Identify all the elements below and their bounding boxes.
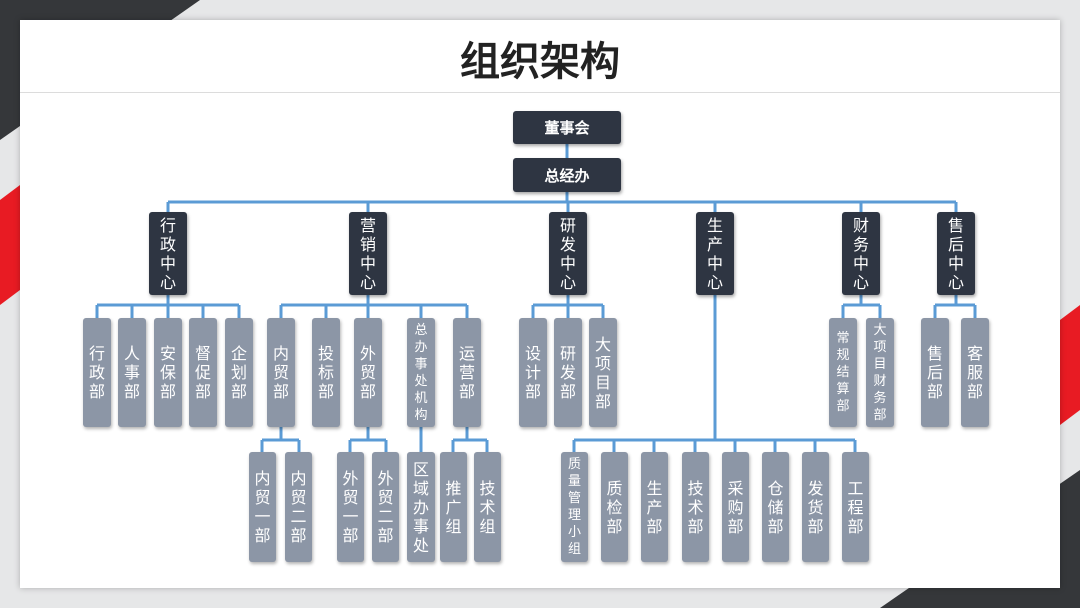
title-divider [20,92,1060,93]
node-foreign-trade-2[interactable]: 外贸二部 [372,452,399,562]
node-bidding-dept[interactable]: 投标部 [312,318,340,427]
node-promotion-group-label: 推广组 [445,478,462,536]
node-rd-center-label: 研发中心 [560,215,577,292]
node-admin-center-label: 行政中心 [160,215,177,292]
node-board-label: 董事会 [544,119,590,137]
node-marketing-center[interactable]: 营销中心 [349,212,387,295]
node-engineering-dept[interactable]: 工程部 [842,452,869,562]
node-hr-dept-label: 人事部 [124,344,141,401]
node-purchasing-dept[interactable]: 采购部 [722,452,749,562]
node-supervision-dept[interactable]: 督促部 [189,318,217,427]
node-tech-group-label: 技术组 [479,478,496,536]
node-foreign-trade-2-label: 外贸二部 [377,469,394,545]
node-gm-office-branch-label: 总办事处机构 [414,322,428,423]
node-qc-dept[interactable]: 质检部 [601,452,628,562]
node-aftersales-center[interactable]: 售后中心 [937,212,975,295]
node-planning-dept-label: 企划部 [231,344,248,401]
node-major-projects-dept-label: 大项目部 [595,334,612,411]
connector-domestic-subs [260,427,301,452]
node-major-projects-dept[interactable]: 大项目部 [589,318,617,427]
node-production-center[interactable]: 生产中心 [696,212,734,295]
node-quality-group-label: 质量管理小组 [568,457,582,557]
node-domestic-trade-1[interactable]: 内贸一部 [249,452,276,562]
node-production-center-label: 生产中心 [707,215,724,292]
node-customer-service-dept-label: 客服部 [967,344,984,401]
node-regional-office-label: 区域办事处 [413,459,430,555]
node-research-dept[interactable]: 研发部 [554,318,582,427]
connector-finance-depts [841,295,882,318]
node-finance-center-label: 财务中心 [853,215,870,292]
node-planning-dept[interactable]: 企划部 [225,318,253,427]
node-foreign-trade-1[interactable]: 外贸一部 [337,452,364,562]
node-supervision-dept-label: 督促部 [195,344,212,401]
node-security-dept[interactable]: 安保部 [154,318,182,427]
node-gm-office[interactable]: 总经办 [513,158,621,192]
node-shipping-dept[interactable]: 发货部 [802,452,829,562]
node-shipping-dept-label: 发货部 [807,478,824,536]
node-promotion-group[interactable]: 推广组 [440,452,467,562]
node-regional-office[interactable]: 区域办事处 [407,452,435,562]
node-warehouse-dept[interactable]: 仓储部 [762,452,789,562]
connector-gm-centers [166,192,958,212]
node-tech-group[interactable]: 技术组 [474,452,501,562]
node-security-dept-label: 安保部 [160,344,177,401]
node-warehouse-dept-label: 仓储部 [767,478,784,536]
node-production-dept[interactable]: 生产部 [641,452,668,562]
node-major-project-finance-dept[interactable]: 大项目财务部 [866,318,894,427]
node-domestic-trade-2[interactable]: 内贸二部 [285,452,312,562]
connector-rd-depts [531,295,605,318]
connector-foreign-subs [348,427,388,452]
node-research-dept-label: 研发部 [560,344,577,401]
page-title: 组织架构 [460,39,620,85]
node-board[interactable]: 董事会 [513,111,621,144]
node-admin-dept-label: 行政部 [89,344,106,401]
node-foreign-trade-1-label: 外贸一部 [342,469,359,545]
node-regular-settlement-dept[interactable]: 常规结算部 [829,318,857,427]
node-aftersales-dept[interactable]: 售后部 [921,318,949,427]
node-foreign-trade-dept[interactable]: 外贸部 [354,318,382,427]
node-design-dept[interactable]: 设计部 [519,318,547,427]
connector-admin-depts [95,295,241,318]
corner-red-right [1060,305,1080,425]
connector-aftersales-depts [933,295,977,318]
node-aftersales-dept-label: 售后部 [927,344,944,401]
connector-ops-subs [451,427,489,452]
node-finance-center[interactable]: 财务中心 [842,212,880,295]
node-quality-group[interactable]: 质量管理小组 [561,452,588,562]
node-major-project-finance-dept-label: 大项目财务部 [873,322,887,423]
node-gm-office-branch[interactable]: 总办事处机构 [407,318,435,427]
corner-red-left [0,185,20,305]
node-qc-dept-label: 质检部 [606,478,623,536]
node-purchasing-dept-label: 采购部 [727,478,744,536]
node-technical-dept[interactable]: 技术部 [682,452,709,562]
node-aftersales-center-label: 售后中心 [948,215,965,292]
node-operations-dept-label: 运营部 [459,344,476,401]
node-gm-office-label: 总经办 [544,166,590,185]
node-marketing-center-label: 营销中心 [360,215,377,292]
node-admin-dept[interactable]: 行政部 [83,318,111,427]
node-design-dept-label: 设计部 [525,344,542,401]
node-admin-center[interactable]: 行政中心 [149,212,187,295]
node-domestic-trade-dept[interactable]: 内贸部 [267,318,295,427]
node-production-dept-label: 生产部 [646,478,663,536]
node-hr-dept[interactable]: 人事部 [118,318,146,427]
node-domestic-trade-2-label: 内贸二部 [290,469,307,545]
node-domestic-trade-dept-label: 内贸部 [273,344,290,401]
connector-production-depts [572,295,857,452]
node-customer-service-dept[interactable]: 客服部 [961,318,989,427]
node-engineering-dept-label: 工程部 [847,478,864,536]
connector-marketing-depts [279,295,469,318]
node-foreign-trade-dept-label: 外贸部 [360,344,377,401]
node-domestic-trade-1-label: 内贸一部 [254,469,271,545]
node-regular-settlement-dept-label: 常规结算部 [836,331,850,414]
node-technical-dept-label: 技术部 [687,478,704,536]
node-rd-center[interactable]: 研发中心 [549,212,587,295]
node-bidding-dept-label: 投标部 [318,344,335,401]
node-operations-dept[interactable]: 运营部 [453,318,481,427]
